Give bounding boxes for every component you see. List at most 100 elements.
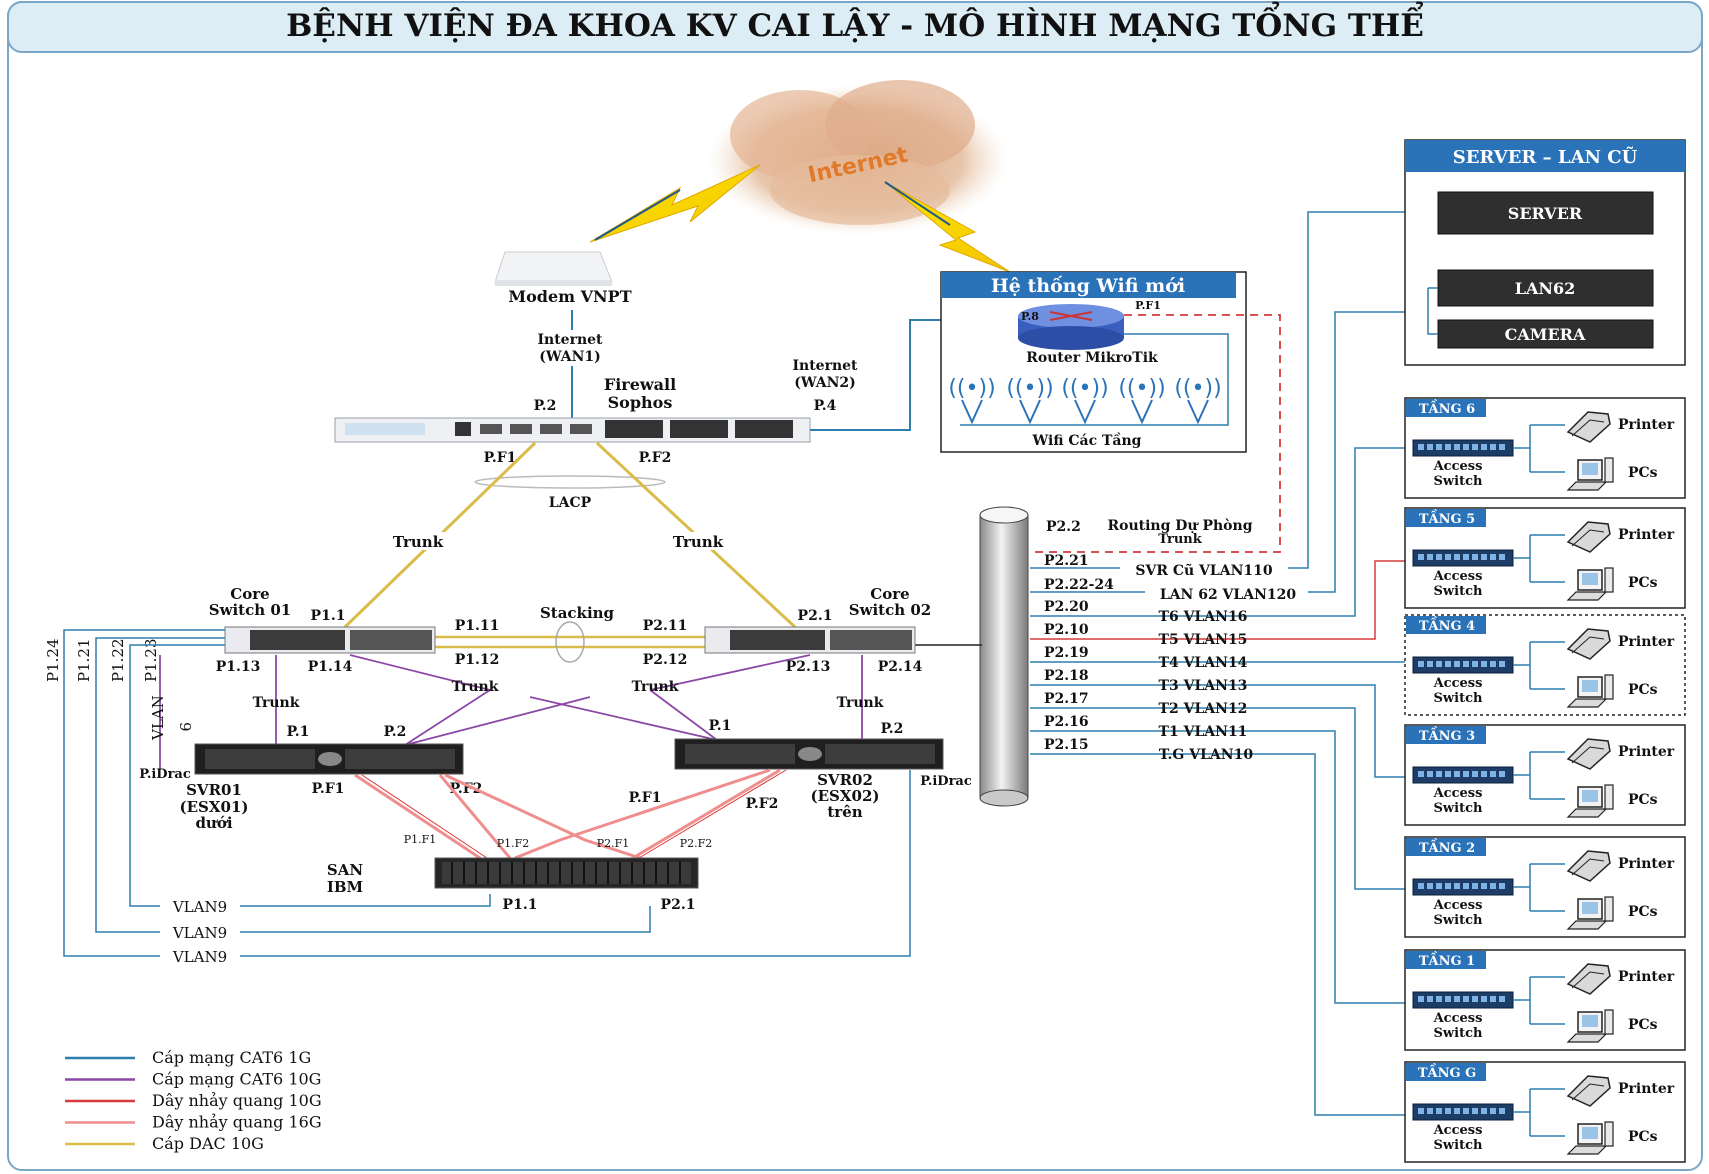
legend-label: Cáp mạng CAT6 1G xyxy=(152,1048,311,1067)
firewall-line1: Firewall xyxy=(604,375,676,394)
vlan9-row-2: VLAN9 xyxy=(172,948,227,966)
trunk-label-4: Trunk xyxy=(452,679,499,695)
wifi-ap-icon: ((•)) xyxy=(1174,376,1222,425)
core1-p11: P1.1 xyxy=(311,608,346,624)
wan2-line2: (WAN2) xyxy=(794,375,855,391)
trunk-label-5: Trunk xyxy=(632,679,679,695)
access-switch-icon xyxy=(1412,549,1514,567)
svr01-line3: dưới xyxy=(195,814,232,832)
firewall-sophos-device xyxy=(334,417,811,443)
vlan9-row-1: VLAN9 xyxy=(172,924,227,942)
pc-icon xyxy=(1566,674,1614,708)
bb-port-5: P2.19 xyxy=(1044,645,1089,661)
svr01-pf2: P.F2 xyxy=(450,781,483,797)
floor-name: TẦNG 1 xyxy=(1419,951,1475,969)
svr02-p2: P.2 xyxy=(881,721,904,737)
server-lan-box: SERVER – LAN CŨ SERVER LAN62 CAMERA xyxy=(1404,139,1686,366)
firewall-pf2: P.F2 xyxy=(639,450,672,466)
fiber-links xyxy=(354,768,787,860)
link-server xyxy=(1303,211,1438,569)
link-floor3 xyxy=(1295,684,1412,778)
legend-label: Dây nhảy quang 16G xyxy=(152,1113,322,1132)
core1-p124: P1.24 xyxy=(44,639,62,683)
access-switch-label-2: Switch xyxy=(1434,584,1483,599)
access-switch-label: Access xyxy=(1433,1123,1483,1138)
pcs-label: PCs xyxy=(1628,792,1658,808)
bb-label-6: T3 VLAN13 xyxy=(1159,678,1248,694)
bb-port-3: P2.20 xyxy=(1044,599,1089,615)
pcs-label: PCs xyxy=(1628,575,1658,591)
access-switch-label: Access xyxy=(1433,569,1483,584)
access-switch-label: Access xyxy=(1433,1011,1483,1026)
pcs-label: PCs xyxy=(1628,682,1658,698)
bb-bg-2 xyxy=(1145,584,1310,600)
san-p11: P1.1 xyxy=(503,897,538,913)
core1-p121: P1.21 xyxy=(75,639,93,683)
link-lan62 xyxy=(1308,311,1428,593)
access-switch-label: Access xyxy=(1433,676,1483,691)
floor-name: TẦNG 3 xyxy=(1419,726,1475,744)
wan1-line2: (WAN1) xyxy=(539,349,600,365)
svr01-idrac: P.iDrac xyxy=(139,767,191,782)
floor-name: TẦNG 5 xyxy=(1419,509,1475,527)
core2-p212: P2.12 xyxy=(643,652,688,668)
svg-text:((•)): ((•)) xyxy=(948,376,995,401)
access-switch-label-2: Switch xyxy=(1434,1138,1483,1153)
legend-item: Dây nhảy quang 16G xyxy=(65,1113,322,1132)
core1-p123: P1.23 xyxy=(142,639,160,683)
link-router-aps xyxy=(960,333,1229,426)
bb-label-9: T.G VLAN10 xyxy=(1159,747,1253,763)
core2-p211: P2.11 xyxy=(643,618,688,634)
router-mikrotik-icon xyxy=(1018,304,1124,350)
link-wifi-internet xyxy=(884,181,951,226)
svr01-pf1: P.F1 xyxy=(312,781,345,797)
access-switch-icon xyxy=(1412,1103,1514,1121)
legend-label: Dây nhảy quang 10G xyxy=(152,1091,322,1110)
svr02-pf2: P.F2 xyxy=(746,796,779,812)
access-switch-label-2: Switch xyxy=(1434,691,1483,706)
san-pf11: P1.F1 xyxy=(404,833,437,846)
link-floor2 xyxy=(1295,707,1412,890)
core2-line2: Switch 02 xyxy=(849,601,932,619)
pc-icon xyxy=(1566,784,1614,818)
bb-label-1: SVR Cũ VLAN110 xyxy=(1135,562,1273,579)
bb-label-2: LAN 62 VLAN120 xyxy=(1160,587,1297,603)
core-switch-02 xyxy=(704,626,916,654)
backbone-port-list: P2.2 Routing Dự Phòng Trunk P2.21 SVR Cũ… xyxy=(1030,518,1310,763)
floor-name: TẦNG 6 xyxy=(1419,399,1475,417)
printer-icon xyxy=(1566,850,1611,882)
access-switch-label: Access xyxy=(1433,898,1483,913)
wan2-line1: Internet xyxy=(792,358,858,374)
pc-icon xyxy=(1566,567,1614,601)
access-switch-label-2: Switch xyxy=(1434,1026,1483,1041)
printer-icon xyxy=(1566,521,1611,553)
trunk-label-2: Trunk xyxy=(673,533,724,551)
svr02-idrac: P.iDrac xyxy=(920,774,972,789)
pcs-label: PCs xyxy=(1628,465,1658,481)
pcs-label: PCs xyxy=(1628,904,1658,920)
printer-icon xyxy=(1566,963,1611,995)
svr01-line1: SVR01 xyxy=(186,781,242,799)
firewall-p4: P.4 xyxy=(814,398,837,414)
printer-icon xyxy=(1566,1075,1611,1107)
san-pf21: P2.F1 xyxy=(597,837,630,850)
core1-p112: P1.12 xyxy=(455,652,500,668)
san-pf12: P1.F2 xyxy=(497,837,530,850)
firewall-p2: P.2 xyxy=(534,398,557,414)
stacking-ring xyxy=(555,621,585,663)
vlan9-vertical-num: 9 xyxy=(176,722,194,732)
trunk-label-3: Trunk xyxy=(253,695,300,711)
svr01-p2: P.2 xyxy=(384,724,407,740)
router-label: Router MikroTik xyxy=(1026,350,1158,366)
legend-label: Cáp mạng CAT6 10G xyxy=(152,1070,321,1089)
bb-port-9: P2.15 xyxy=(1044,737,1089,753)
floor-name: TẦNG 4 xyxy=(1419,616,1475,634)
core1-p122: P1.22 xyxy=(109,639,127,683)
pcs-label: PCs xyxy=(1628,1129,1658,1145)
